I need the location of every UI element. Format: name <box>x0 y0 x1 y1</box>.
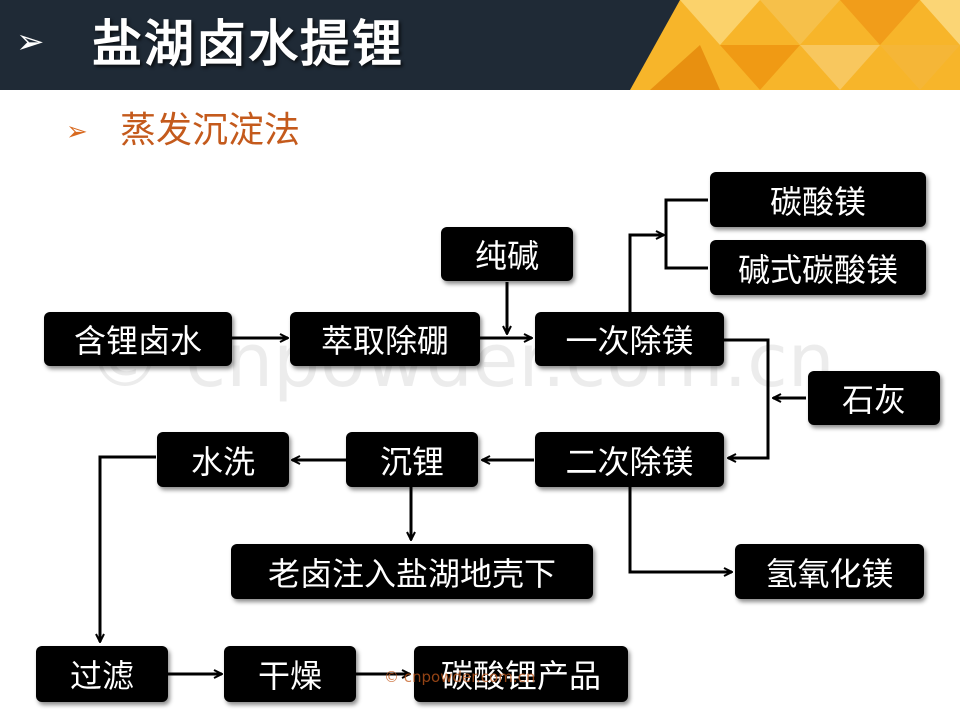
subtitle-arrow-icon: ➢ <box>66 117 88 147</box>
page-title: 盐湖卤水提锂 <box>92 15 404 73</box>
node-lithium-precipitation: 沉锂 <box>346 432 478 487</box>
node-washing: 水洗 <box>157 432 289 487</box>
arrow-mg2-to-mgoh <box>628 487 732 572</box>
arrow-mg1-to-split <box>628 235 664 312</box>
node-soda: 纯碱 <box>441 227 573 281</box>
node-basic-mgco3: 碱式碳酸镁 <box>710 240 926 295</box>
node-secondary-mg-removal: 二次除镁 <box>535 432 724 487</box>
node-mgco3: 碳酸镁 <box>710 172 926 227</box>
node-mg-hydroxide: 氢氧化镁 <box>735 544 924 599</box>
node-lime: 石灰 <box>808 371 940 425</box>
node-boron-removal: 萃取除硼 <box>290 312 480 366</box>
node-lithium-carbonate-product: 碳酸锂产品 <box>414 646 628 702</box>
arrow-wash-to-filter <box>100 455 156 642</box>
node-old-brine-injection: 老卤注入盐湖地壳下 <box>231 544 593 599</box>
header-decoration <box>630 0 960 90</box>
header-bar: ➢ 盐湖卤水提锂 <box>0 0 960 90</box>
node-primary-mg-removal: 一次除镁 <box>535 312 724 366</box>
node-filtration: 过滤 <box>36 646 168 702</box>
header-arrow-icon: ➢ <box>16 22 45 62</box>
node-brine: 含锂卤水 <box>44 312 232 366</box>
node-drying: 干燥 <box>224 646 356 702</box>
watermark-small: © cnpowder.com.cn <box>384 668 536 686</box>
bracket-products <box>664 198 708 270</box>
arrow-mg1-to-mg2 <box>724 338 770 458</box>
section-subtitle: 蒸发沉淀法 <box>120 110 301 151</box>
